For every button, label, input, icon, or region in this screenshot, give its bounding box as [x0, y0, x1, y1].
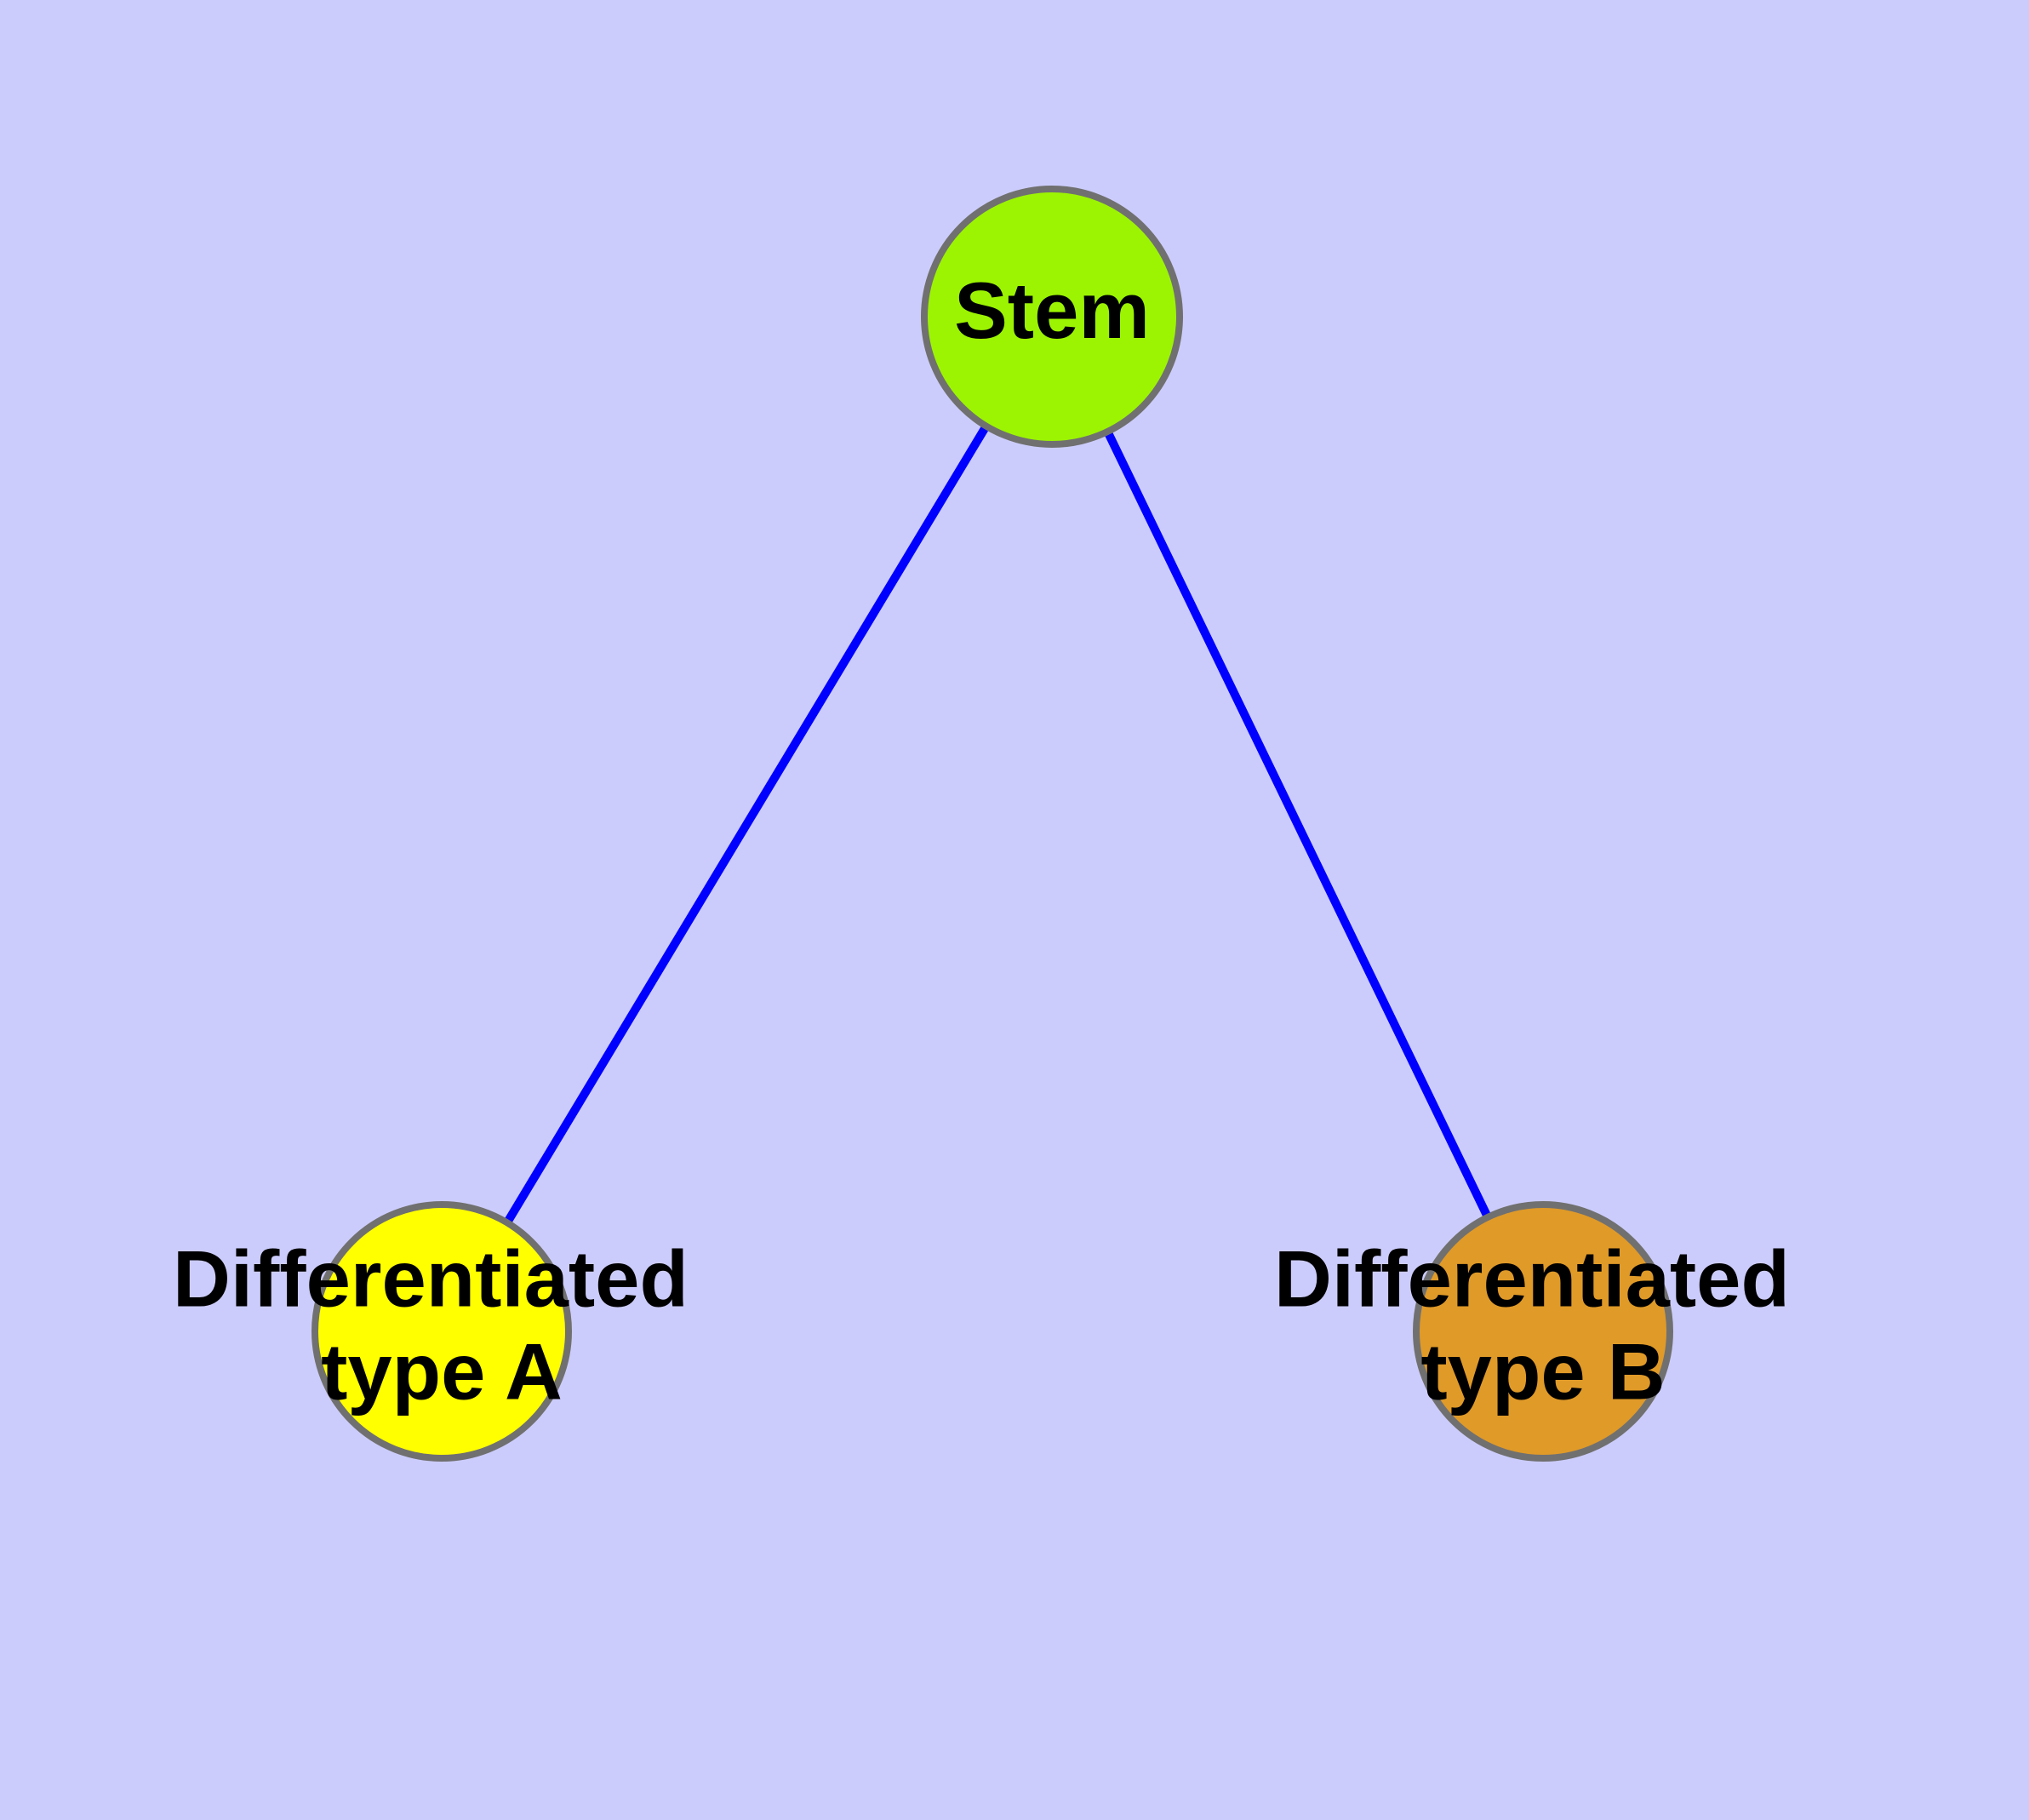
edge-stem-to-differentiated-type-a[interactable]: [502, 422, 991, 1227]
node-stem-label: Stem: [954, 266, 1150, 355]
node-differentiated-type-b-circle[interactable]: [1413, 1201, 1673, 1462]
node-layer: [311, 186, 1673, 1462]
node-differentiated-type-a-label-line-2: type A: [321, 1326, 563, 1416]
node-stem-label-line-1: Stem: [954, 266, 1150, 355]
node-differentiated-type-a[interactable]: [311, 1201, 572, 1462]
node-differentiated-type-b-label: Differentiated type B: [1274, 1233, 1812, 1416]
edge-layer: [502, 422, 1493, 1227]
node-differentiated-type-a-circle[interactable]: [311, 1201, 572, 1462]
node-stem-circle[interactable]: [921, 186, 1183, 448]
node-differentiated-type-b-label-line-1: Differentiated: [1274, 1233, 1790, 1323]
node-differentiated-type-a-label: Differentiated type A: [173, 1233, 711, 1416]
node-differentiated-type-b-label-line-2: type B: [1420, 1326, 1665, 1416]
edge-stem-to-differentiated-type-b[interactable]: [1102, 428, 1493, 1221]
label-layer: Stem Differentiated type A Differentiate…: [173, 266, 1812, 1417]
node-stem[interactable]: [921, 186, 1183, 448]
node-differentiated-type-a-label-line-1: Differentiated: [173, 1233, 689, 1323]
node-differentiated-type-b[interactable]: [1413, 1201, 1673, 1462]
